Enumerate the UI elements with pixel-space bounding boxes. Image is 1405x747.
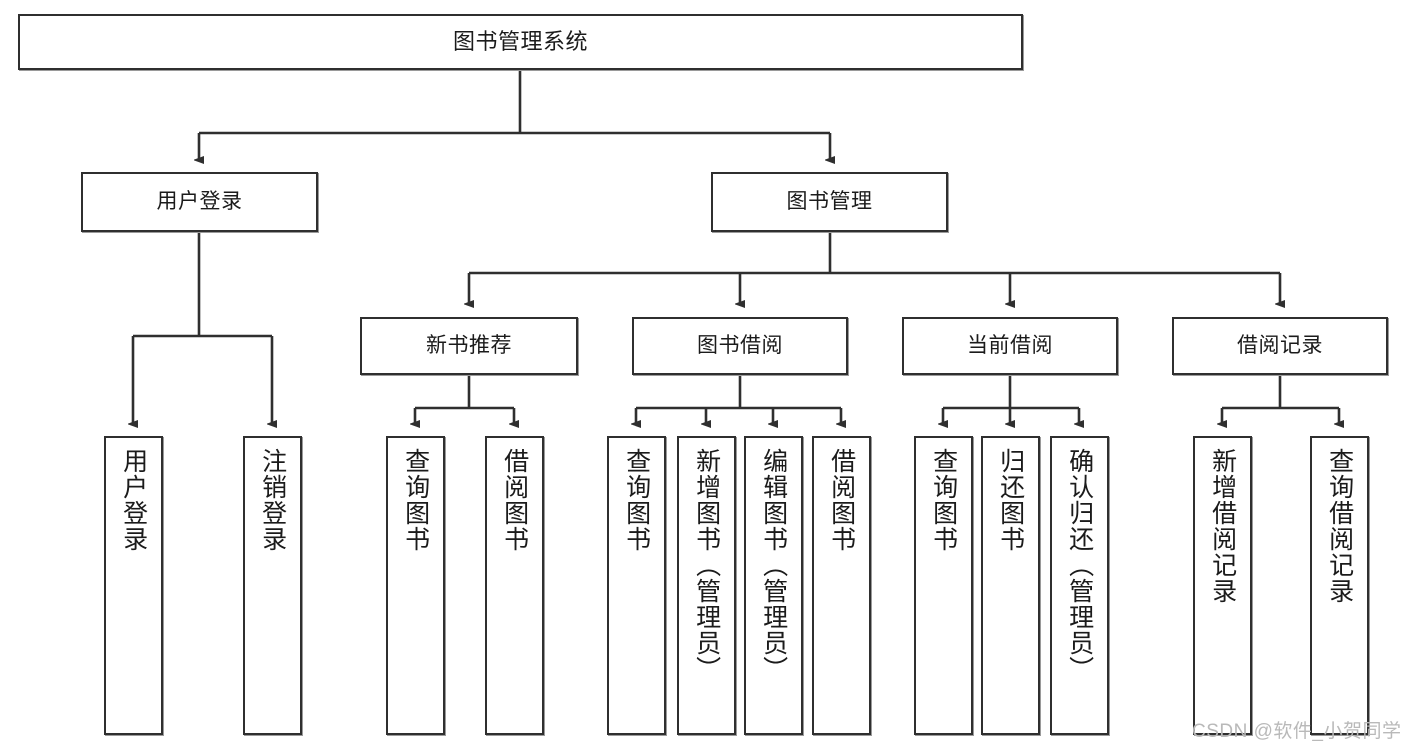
node-label: 借阅图书: [500, 448, 529, 552]
node-label: 图书管理: [786, 189, 873, 213]
node-label: 归还图书: [996, 448, 1025, 552]
leaf-borrow-query-book[interactable]: 查询图书: [607, 436, 666, 735]
node-label: 新增借阅记录: [1208, 448, 1237, 604]
leaf-borrow-edit-book-admin[interactable]: 编辑图书（管理员）: [744, 436, 803, 735]
leaf-new-book-borrow[interactable]: 借阅图书: [485, 436, 544, 735]
node-label: 查询图书: [929, 448, 958, 552]
leaf-new-book-query[interactable]: 查询图书: [386, 436, 445, 735]
node-label: 新书推荐: [426, 333, 512, 357]
leaf-record-add-record[interactable]: 新增借阅记录: [1193, 436, 1252, 735]
node-label: 新增图书（管理员）: [692, 448, 721, 682]
node-label: 确认归还（管理员）: [1065, 448, 1094, 682]
leaf-borrow-add-book-admin[interactable]: 新增图书（管理员）: [677, 436, 736, 735]
node-root-system[interactable]: 图书管理系统: [18, 14, 1023, 70]
leaf-user-login-logout[interactable]: 注销登录: [243, 436, 302, 735]
node-book-borrow[interactable]: 图书借阅: [632, 317, 848, 375]
node-label: 注销登录: [258, 448, 287, 552]
csdn-watermark: CSDN @软件_小贺同学: [1192, 721, 1402, 742]
leaf-borrow-borrow-book[interactable]: 借阅图书: [812, 436, 871, 735]
node-label: 借阅记录: [1237, 333, 1323, 357]
node-label: 图书借阅: [697, 333, 783, 357]
node-label: 查询图书: [401, 448, 430, 552]
node-label: 查询借阅记录: [1325, 448, 1354, 604]
node-label: 查询图书: [622, 448, 651, 552]
leaf-current-return-book[interactable]: 归还图书: [981, 436, 1040, 735]
node-book-management[interactable]: 图书管理: [711, 172, 948, 232]
leaf-user-login-login[interactable]: 用户登录: [104, 436, 163, 735]
leaf-current-confirm-return-admin[interactable]: 确认归还（管理员）: [1050, 436, 1109, 735]
node-label: 用户登录: [119, 448, 148, 552]
node-label: 图书管理系统: [452, 29, 588, 55]
node-label: 借阅图书: [827, 448, 856, 552]
node-label: 当前借阅: [967, 333, 1053, 357]
node-label: 编辑图书（管理员）: [759, 448, 788, 682]
node-label: 用户登录: [156, 189, 243, 213]
node-current-borrow[interactable]: 当前借阅: [902, 317, 1118, 375]
node-user-login[interactable]: 用户登录: [81, 172, 318, 232]
node-new-book-recommend[interactable]: 新书推荐: [360, 317, 578, 375]
leaf-current-query-book[interactable]: 查询图书: [914, 436, 973, 735]
node-borrow-record[interactable]: 借阅记录: [1172, 317, 1388, 375]
leaf-record-query-record[interactable]: 查询借阅记录: [1310, 436, 1369, 735]
